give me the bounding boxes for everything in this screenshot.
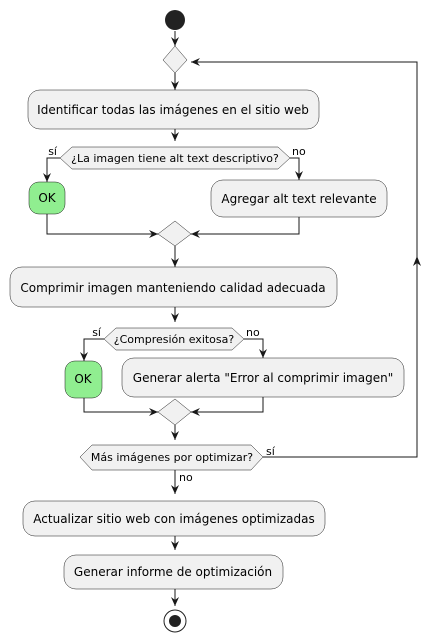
merge-diamond-1	[157, 220, 192, 247]
activity-label: Agregar alt text relevante	[221, 192, 376, 206]
decision-label: Más imágenes por optimizar?	[91, 451, 253, 464]
arrowheads	[43, 37, 421, 606]
merge-diamond-2	[157, 398, 192, 426]
activity-generate-report: Generar informe de optimización	[63, 554, 284, 590]
activity-label: Identificar todas las imágenes en el sit…	[37, 103, 309, 117]
decision-compression: ¿Compresión exitosa?	[103, 327, 245, 351]
decision-alt-text: ¿La imagen tiene alt text descriptivo?	[59, 146, 291, 170]
end-node	[163, 609, 187, 633]
start-node	[165, 10, 185, 30]
branch-label-no: no	[292, 145, 306, 158]
activity-label: OK	[38, 191, 56, 205]
activity-label: OK	[74, 372, 92, 386]
branch-label-yes: sí	[48, 145, 58, 158]
activity-label: Generar informe de optimización	[74, 565, 272, 579]
activity-ok-1: OK	[28, 181, 66, 215]
activity-update-site: Actualizar sitio web con imágenes optimi…	[22, 500, 326, 537]
decision-label: ¿La imagen tiene alt text descriptivo?	[71, 152, 279, 165]
loop-label-no: no	[179, 471, 193, 484]
loop-label-yes: sí	[266, 445, 276, 458]
activity-label: Comprimir imagen manteniendo calidad ade…	[20, 281, 325, 295]
activity-identify-images: Identificar todas las imágenes en el sit…	[27, 89, 320, 130]
activity-compress-image: Comprimir imagen manteniendo calidad ade…	[9, 266, 338, 308]
activity-label: Actualizar sitio web con imágenes optimi…	[33, 512, 314, 526]
decision-label: ¿Compresión exitosa?	[114, 333, 235, 346]
activity-ok-2: OK	[64, 360, 103, 399]
loop-merge-diamond	[162, 45, 188, 74]
activity-add-alt-text: Agregar alt text relevante	[210, 179, 388, 218]
activity-label: Generar alerta "Error al comprimir image…	[133, 371, 393, 385]
branch-label-no: no	[246, 326, 260, 339]
decision-more-images: Más imágenes por optimizar?	[79, 444, 264, 471]
activity-generate-alert: Generar alerta "Error al comprimir image…	[121, 357, 405, 398]
branch-label-yes: sí	[92, 326, 102, 339]
